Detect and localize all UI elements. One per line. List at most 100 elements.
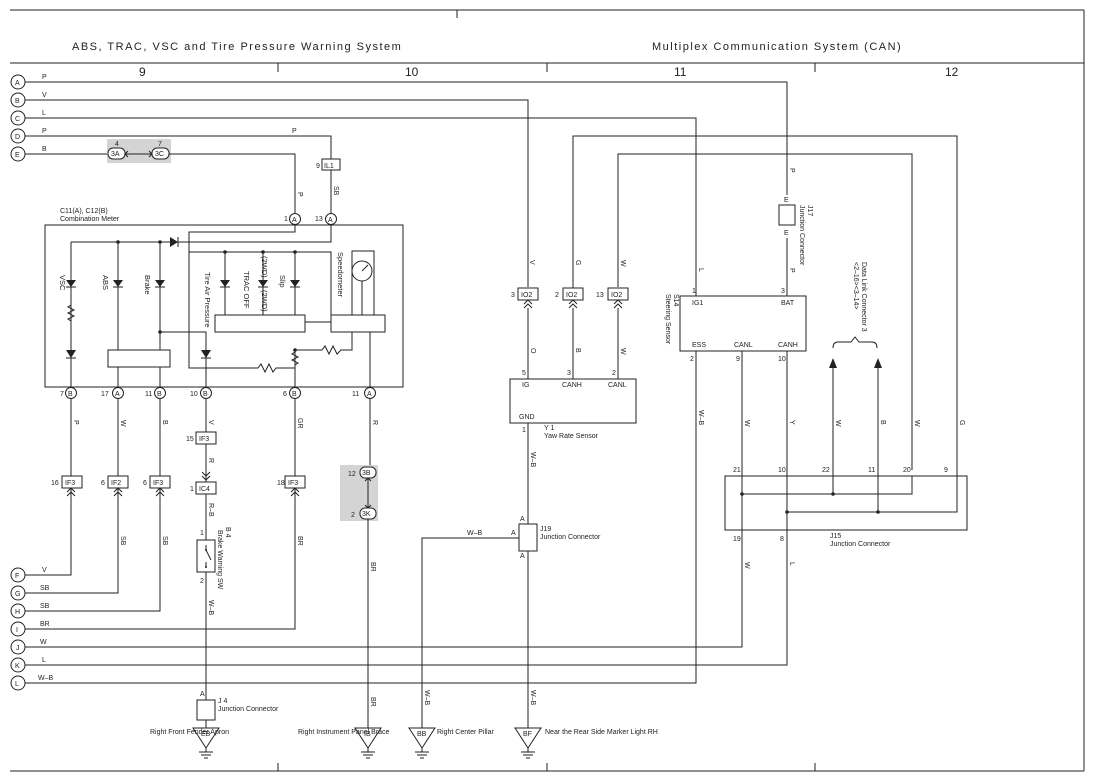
lamp-trac-off: TRAC OFF (242, 271, 251, 309)
svg-text:W: W (913, 420, 920, 427)
svg-text:Junction Connector: Junction Connector (830, 541, 891, 548)
ground-eb-label: Right Front Fender Apron (150, 729, 229, 736)
svg-text:2: 2 (612, 370, 616, 377)
terminal-f: F (10, 567, 26, 583)
svg-text:J19: J19 (540, 526, 551, 533)
svg-text:W: W (119, 420, 126, 427)
svg-text:2: 2 (351, 512, 355, 519)
lamp-tire-air-pressure: Tire Air Pressure (203, 272, 212, 328)
lamp-slip: Slip (278, 275, 287, 288)
svg-text:H: H (15, 609, 20, 616)
svg-text:BR: BR (369, 562, 376, 572)
brake-switch-label: Brake Warning SW (216, 530, 223, 590)
meter-bottom-pins: 7 B 17 A 11 B 10 B 6 B 11 A (60, 387, 376, 399)
svg-text:A: A (520, 553, 525, 560)
svg-text:Junction Connector: Junction Connector (798, 205, 805, 266)
svg-text:B: B (574, 348, 581, 353)
svg-text:IB: IB (364, 731, 371, 738)
svg-text:W: W (619, 260, 626, 267)
svg-text:W–B: W–B (697, 410, 704, 426)
svg-text:SB: SB (119, 536, 126, 546)
svg-text:IG: IG (522, 382, 529, 389)
svg-text:12: 12 (348, 471, 356, 478)
svg-text:BF: BF (523, 731, 532, 738)
svg-text:BB: BB (417, 731, 427, 738)
svg-text:6: 6 (143, 480, 147, 487)
junction-connector-j17 (778, 204, 796, 226)
svg-text:3K: 3K (362, 511, 371, 518)
svg-text:6: 6 (101, 480, 105, 487)
column-number-10: 10 (405, 65, 419, 79)
svg-text:W–B: W–B (207, 600, 214, 616)
svg-text:A: A (511, 530, 516, 537)
svg-text:21: 21 (733, 467, 741, 474)
ground-ib-label: Right Instrument Panel Brace (298, 729, 390, 736)
svg-text:G: G (958, 420, 965, 425)
svg-text:L: L (42, 657, 46, 664)
svg-text:1: 1 (284, 216, 288, 223)
svg-text:7: 7 (158, 141, 162, 148)
svg-text:R: R (371, 420, 378, 425)
svg-text:R: R (207, 458, 214, 463)
wire-color-a: P (42, 74, 47, 81)
svg-text:W–B: W–B (529, 690, 536, 706)
svg-text:IO2: IO2 (611, 292, 622, 299)
svg-text:11: 11 (868, 467, 875, 474)
ground-bf-label: Near the Rear Side Marker Light RH (545, 729, 658, 736)
svg-text:J 4: J 4 (218, 698, 227, 705)
svg-text:GND: GND (519, 414, 535, 421)
svg-text:W–B: W–B (423, 690, 430, 706)
svg-text:E: E (784, 197, 789, 204)
lamp-abs: ABS (101, 275, 110, 290)
svg-text:E: E (15, 152, 20, 159)
svg-text:9: 9 (944, 467, 948, 474)
terminal-j: J (10, 639, 26, 655)
svg-text:8: 8 (780, 536, 784, 543)
svg-text:B: B (292, 391, 297, 398)
svg-text:C: C (15, 116, 20, 123)
svg-text:J: J (16, 645, 20, 652)
svg-text:W: W (40, 639, 47, 646)
terminal-k: K (10, 657, 26, 673)
svg-text:A: A (328, 217, 333, 224)
svg-text:G: G (15, 591, 20, 598)
junction-connector-j15 (724, 475, 968, 531)
svg-text:L: L (15, 681, 19, 688)
wire-color-c: L (42, 110, 46, 117)
svg-text:L: L (788, 562, 795, 566)
svg-text:6: 6 (283, 391, 287, 398)
steering-sensor-box (679, 295, 807, 352)
svg-text:3B: 3B (362, 470, 371, 477)
svg-text:A: A (520, 516, 525, 523)
meter-ic-block-left (107, 349, 171, 368)
wire-color-e: B (42, 146, 47, 153)
svg-text:BR: BR (369, 697, 376, 707)
wire-color-p-il1: P (292, 128, 297, 135)
svg-text:W: W (834, 420, 841, 427)
svg-text:2: 2 (200, 578, 204, 585)
dlc-pins: <2–16><3–14> (852, 262, 859, 310)
svg-text:3A: 3A (111, 151, 120, 158)
brake-switch-name: B 4 (224, 527, 231, 538)
lamp-2wd-b: (2WD) (260, 290, 269, 312)
svg-text:IF3: IF3 (65, 480, 75, 487)
meter-title-2: Combination Meter (60, 216, 120, 223)
svg-text:9: 9 (316, 163, 320, 170)
terminal-l: L (10, 675, 26, 691)
svg-text:10: 10 (778, 356, 786, 363)
svg-text:1: 1 (522, 427, 526, 434)
svg-text:2: 2 (690, 356, 694, 363)
junction-connector-j4 (196, 699, 216, 721)
terminal-a: A (10, 74, 26, 90)
svg-text:W: W (743, 562, 750, 569)
svg-text:2: 2 (555, 292, 559, 299)
meter-title-1: C11(A), C12(B) (60, 208, 108, 215)
svg-text:P: P (788, 268, 795, 273)
svg-text:CANL: CANL (608, 382, 627, 389)
svg-text:4: 4 (115, 141, 119, 148)
svg-text:13: 13 (596, 292, 604, 299)
svg-text:10: 10 (190, 391, 198, 398)
svg-text:18: 18 (277, 480, 285, 487)
meter-ic-block-center (214, 314, 306, 333)
combination-meter-box (44, 224, 404, 388)
